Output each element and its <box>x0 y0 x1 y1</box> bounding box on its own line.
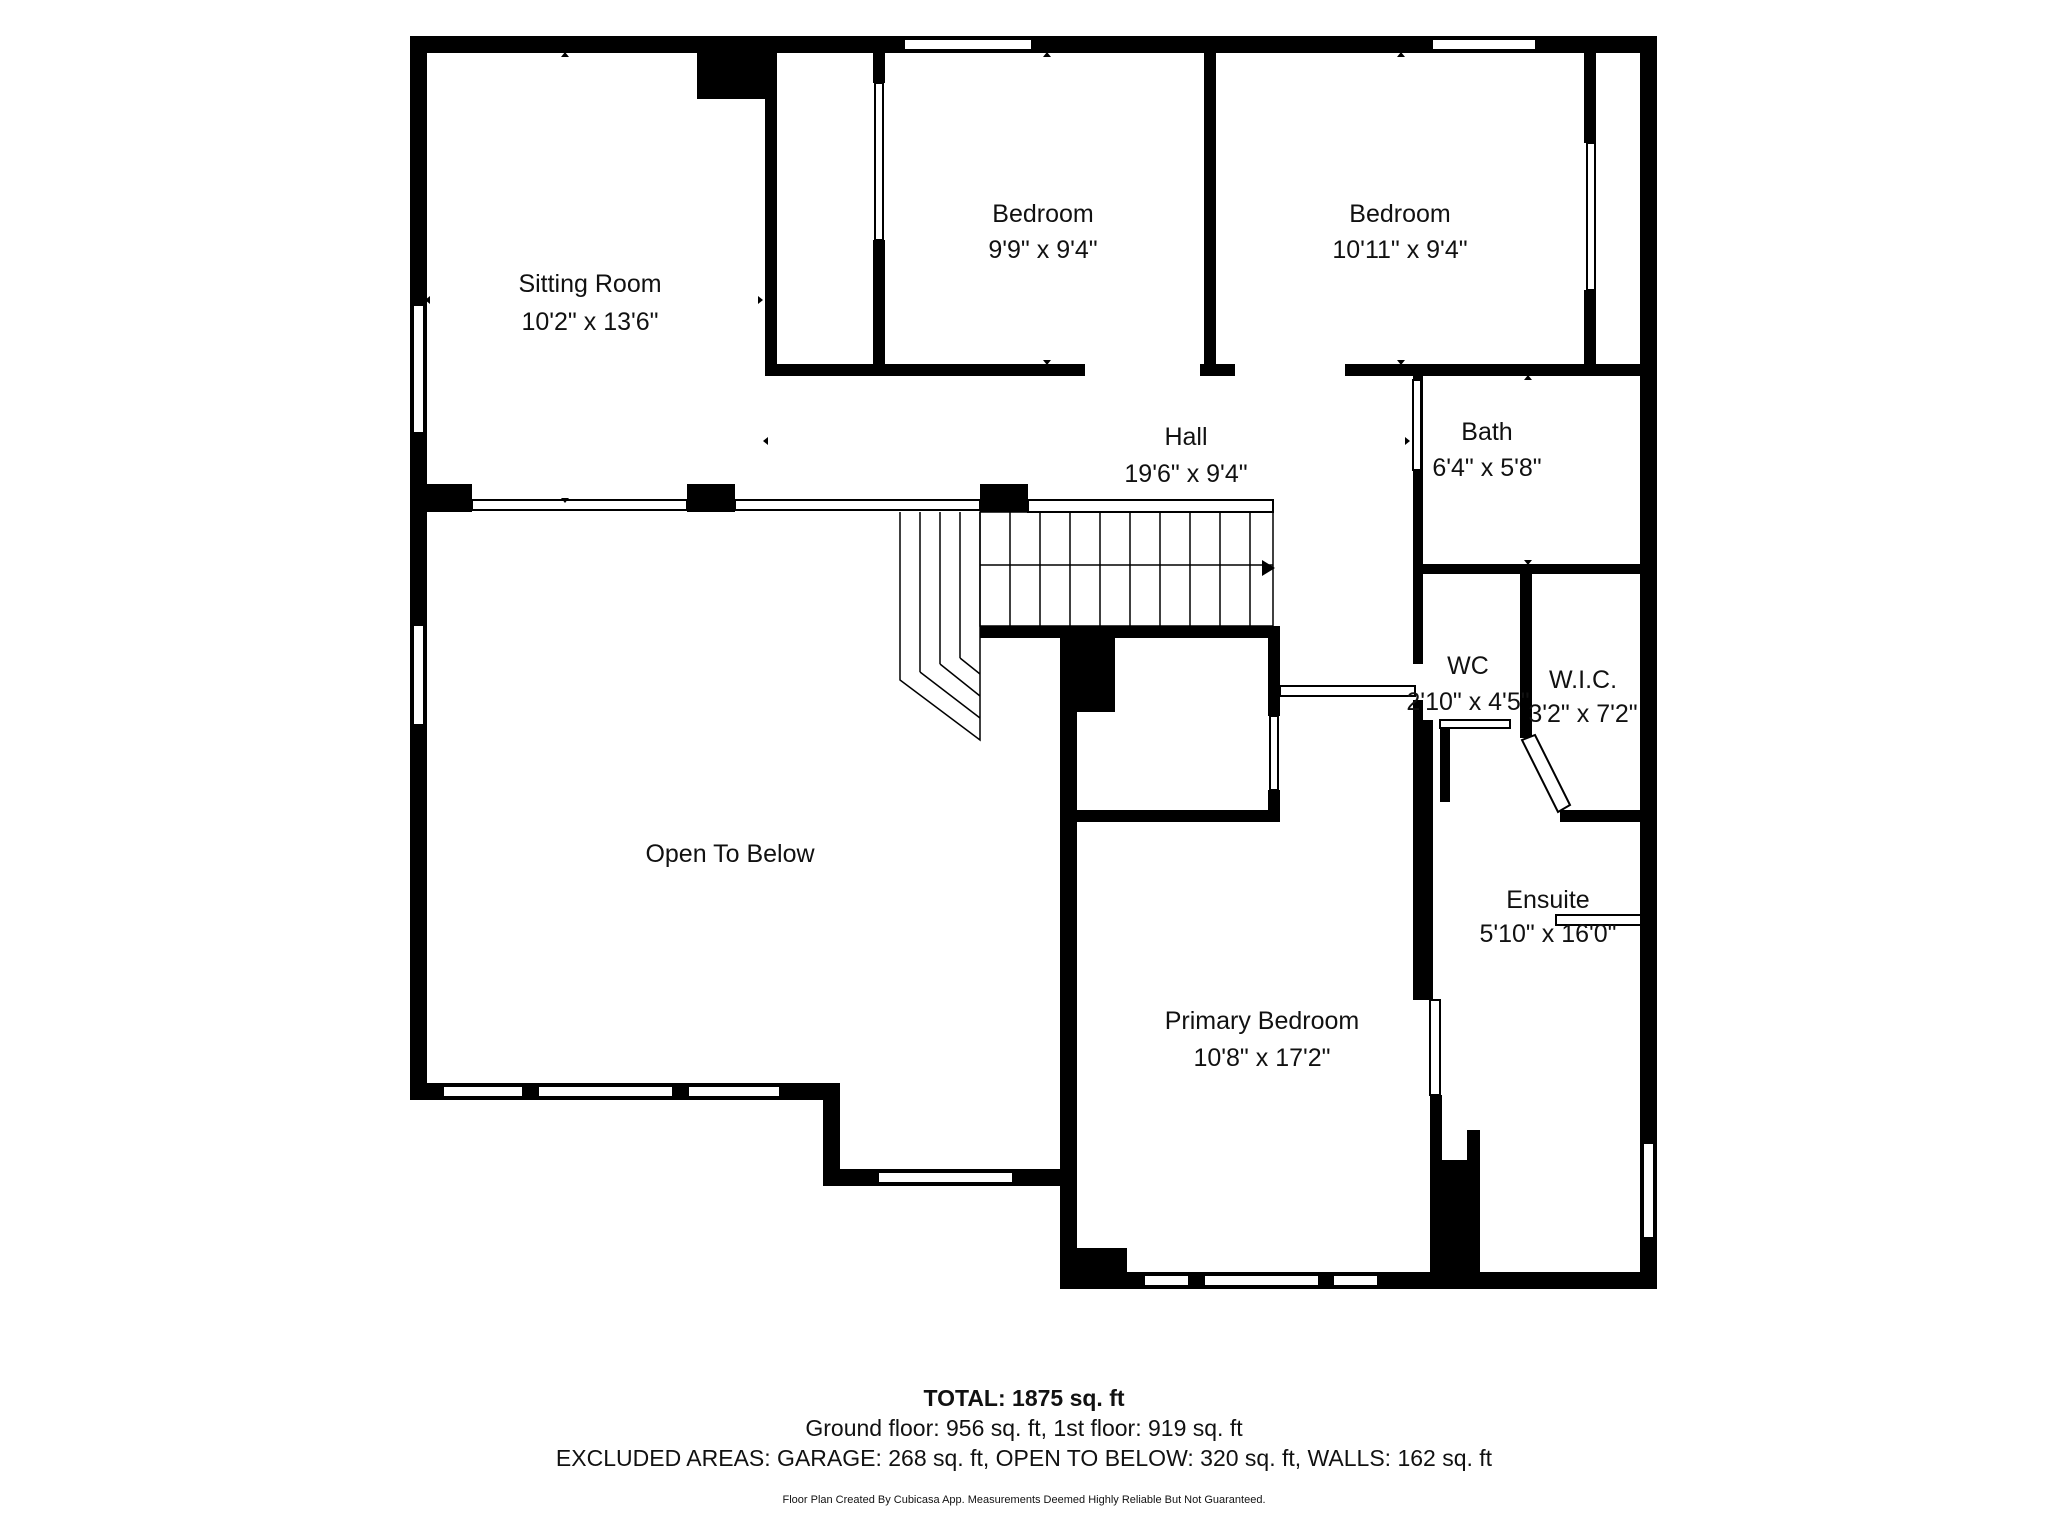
bath-label: Bath <box>1461 418 1512 446</box>
wc-dims: 2'10" x 4'5" <box>1406 688 1529 716</box>
wic-label: W.I.C. <box>1549 666 1617 694</box>
bedroom-2-label: Bedroom <box>1349 200 1450 228</box>
ensuite-label: Ensuite <box>1506 886 1589 914</box>
windows <box>412 38 1655 1287</box>
wic-dims: 3'2" x 7'2" <box>1528 700 1637 728</box>
interior-walls <box>427 53 1657 1280</box>
room-labels: Sitting Room 10'2" x 13'6" Bedroom 9'9" … <box>518 200 1637 1072</box>
sitting-room-dims: 10'2" x 13'6" <box>521 308 658 336</box>
wc-label: WC <box>1447 652 1489 680</box>
staircase <box>899 511 1275 742</box>
primary-bedroom-label: Primary Bedroom <box>1165 1007 1360 1035</box>
excluded-areas: EXCLUDED AREAS: GARAGE: 268 sq. ft, OPEN… <box>555 1445 1493 1471</box>
bedroom-2-dims: 10'11" x 9'4" <box>1332 236 1467 264</box>
primary-bedroom-dims: 10'8" x 17'2" <box>1193 1044 1330 1072</box>
dimension-markers <box>425 52 1532 565</box>
stair-direction-arrow <box>1262 560 1275 576</box>
total-area: TOTAL: 1875 sq. ft <box>923 1385 1125 1411</box>
hall-label: Hall <box>1164 423 1207 451</box>
door-openings <box>1085 364 1642 1096</box>
open-to-below-label: Open To Below <box>645 840 815 868</box>
disclaimer: Floor Plan Created By Cubicasa App. Meas… <box>782 1494 1266 1506</box>
hall-dims: 19'6" x 9'4" <box>1124 460 1247 488</box>
ensuite-dims: 5'10" x 16'0" <box>1479 920 1616 948</box>
sitting-room-label: Sitting Room <box>518 270 661 298</box>
floor-areas: Ground floor: 956 sq. ft, 1st floor: 919… <box>805 1415 1243 1441</box>
bedroom-1-dims: 9'9" x 9'4" <box>988 236 1097 264</box>
bedroom-1-label: Bedroom <box>992 200 1093 228</box>
bath-dims: 6'4" x 5'8" <box>1432 454 1541 482</box>
